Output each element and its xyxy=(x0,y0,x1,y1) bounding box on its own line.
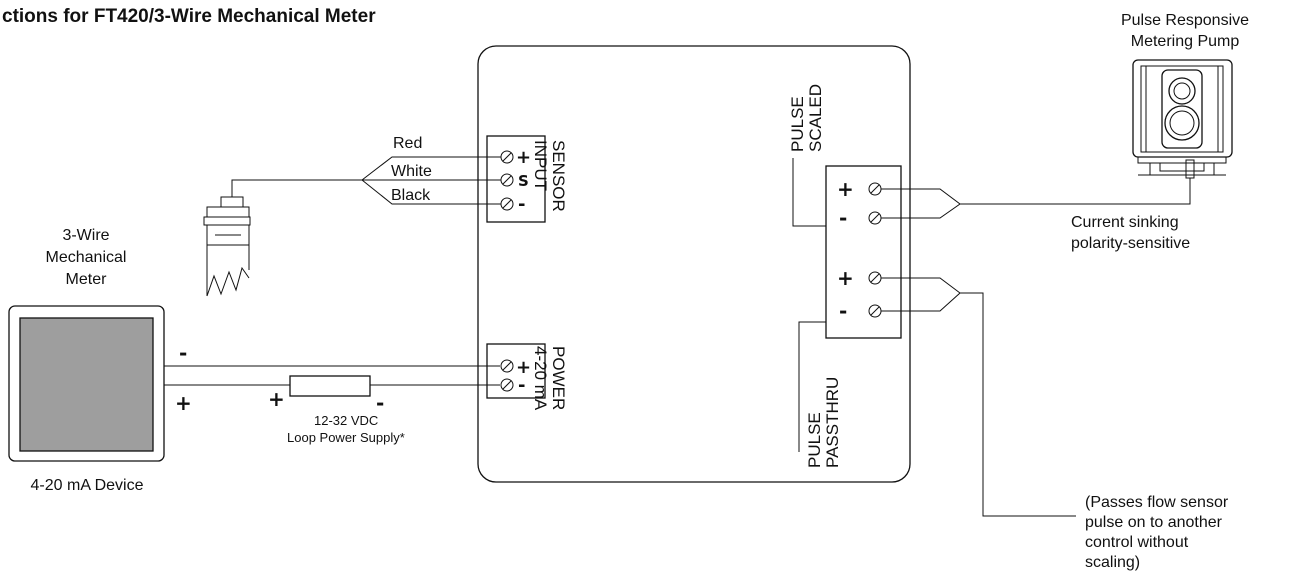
pulse-passthru-label-line1: PULSE xyxy=(805,412,824,468)
metering-pump xyxy=(1132,59,1233,179)
white-wire-label: White xyxy=(391,163,432,180)
pulse-passthru-terminal-plus: + xyxy=(837,266,882,290)
svg-text:+: + xyxy=(837,266,854,290)
black-wire xyxy=(361,179,501,205)
pulse-scaled-bracket xyxy=(792,158,826,227)
pulse-passthru-cable xyxy=(960,292,1076,517)
loop-supply-plus-sign: + xyxy=(268,387,285,411)
sensor-terminal-minus: - xyxy=(500,194,525,215)
pulse-scaled-label-line1: PULSE xyxy=(788,96,807,152)
pulse-passthru-note-line4: scaling) xyxy=(1085,554,1140,571)
pulse-scaled-wire-pair xyxy=(881,188,961,219)
meter-minus-sign: - xyxy=(179,341,187,365)
meter-device xyxy=(8,305,165,462)
pulse-passthru-note-line2: pulse on to another xyxy=(1085,514,1223,531)
pulse-passthru-label-line2: PASSTHRU xyxy=(823,377,842,468)
pulse-scaled-cable xyxy=(960,178,1191,205)
black-wire-label: Black xyxy=(391,187,431,204)
power-terminal-plus: + xyxy=(500,357,531,378)
sensor-input-label-line2: INPUT xyxy=(531,140,550,191)
svg-text:-: - xyxy=(518,375,525,396)
pulse-passthru-wire-pair xyxy=(881,277,961,312)
pulse-scaled-terminal-plus: + xyxy=(837,177,882,201)
svg-text:+: + xyxy=(516,357,531,378)
pulse-terminal-block: + - + - xyxy=(825,165,902,339)
pulse-scaled-terminal-minus: - xyxy=(839,206,882,230)
svg-text:+: + xyxy=(837,177,854,201)
pump-label-line2: Metering Pump xyxy=(1131,33,1240,50)
svg-text:-: - xyxy=(839,206,847,230)
pulse-passthru-note-line3: control without xyxy=(1085,534,1189,551)
svg-text:+: + xyxy=(516,147,531,168)
power-label-line2: 4-20 mA xyxy=(531,346,550,411)
controller-enclosure xyxy=(477,45,911,483)
power-label-line1: POWER xyxy=(549,346,568,410)
sensor-terminal-s: S xyxy=(500,172,529,190)
pump-label-line1: Pulse Responsive xyxy=(1121,12,1249,29)
meter-label-line2: Mechanical xyxy=(46,249,127,266)
loop-supply-label-line2: Loop Power Supply* xyxy=(287,430,405,445)
meter-plus-sign: + xyxy=(175,391,192,415)
svg-text:-: - xyxy=(839,299,847,323)
sensor-input-label-line1: SENSOR xyxy=(549,140,568,212)
red-wire-label: Red xyxy=(393,135,422,152)
flow-sensor xyxy=(203,196,251,297)
red-wire xyxy=(361,156,501,181)
pulse-scaled-note-line2: polarity-sensitive xyxy=(1071,235,1190,252)
meter-label-line3: Meter xyxy=(66,271,108,288)
pulse-scaled-label-line2: SCALED xyxy=(806,84,825,152)
power-terminal-block: + - xyxy=(486,343,546,399)
meter-face xyxy=(19,317,154,452)
pulse-scaled-note-line1: Current sinking xyxy=(1071,214,1179,231)
diagram-title: ctions for FT420/3-Wire Mechanical Meter xyxy=(2,6,376,27)
pulse-passthru-bracket xyxy=(798,321,826,452)
sensor-input-terminal-block: + S - xyxy=(486,135,546,223)
loop-supply-minus-sign: - xyxy=(376,391,384,415)
svg-text:S: S xyxy=(518,172,529,190)
pulse-passthru-note-line1: (Passes flow sensor xyxy=(1085,494,1229,511)
power-terminal-minus: - xyxy=(500,375,525,396)
svg-text:-: - xyxy=(518,194,525,215)
meter-label-line1: 3-Wire xyxy=(62,227,109,244)
pulse-passthru-terminal-minus: - xyxy=(839,299,882,323)
loop-power-supply xyxy=(289,375,371,397)
loop-supply-label-line1: 12-32 VDC xyxy=(314,413,378,428)
meter-device-label: 4-20 mA Device xyxy=(31,477,144,494)
sensor-cable xyxy=(231,179,362,197)
sensor-terminal-plus: + xyxy=(500,147,531,168)
